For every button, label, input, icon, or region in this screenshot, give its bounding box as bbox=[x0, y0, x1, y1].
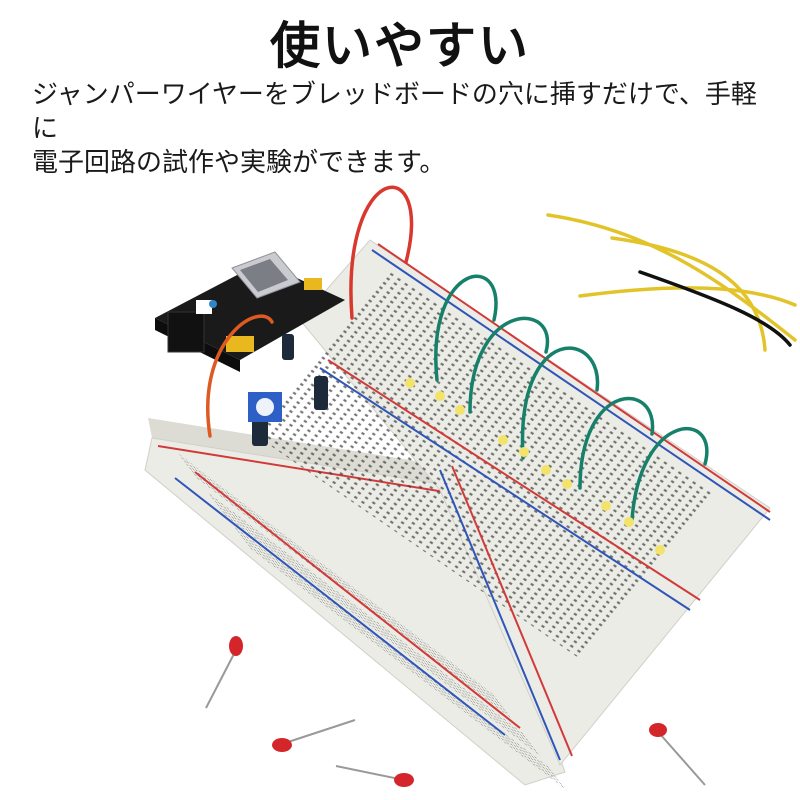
led-icon bbox=[405, 378, 665, 555]
led-icon bbox=[205, 636, 706, 787]
power-module-icon bbox=[155, 251, 345, 372]
dc-jack-icon bbox=[167, 311, 205, 353]
description-text: ジャンパーワイヤーをブレッドボードの穴に挿すだけで、手軽に 電子回路の試作や実験… bbox=[32, 78, 782, 180]
potentiometer-icon bbox=[248, 392, 282, 422]
breadboard-photo bbox=[144, 185, 797, 793]
usb-port-icon bbox=[231, 251, 301, 299]
page-title: 使いやすい bbox=[270, 17, 530, 75]
description-line-1: ジャンパーワイヤーをブレッドボードの穴に挿すだけで、手軽に bbox=[32, 80, 757, 144]
description-line-2: 電子回路の試作や実験ができます。 bbox=[32, 148, 446, 178]
capacitor-icon bbox=[252, 334, 328, 446]
jumper-wire-icon bbox=[206, 185, 797, 522]
breadboard-icon bbox=[254, 239, 771, 766]
